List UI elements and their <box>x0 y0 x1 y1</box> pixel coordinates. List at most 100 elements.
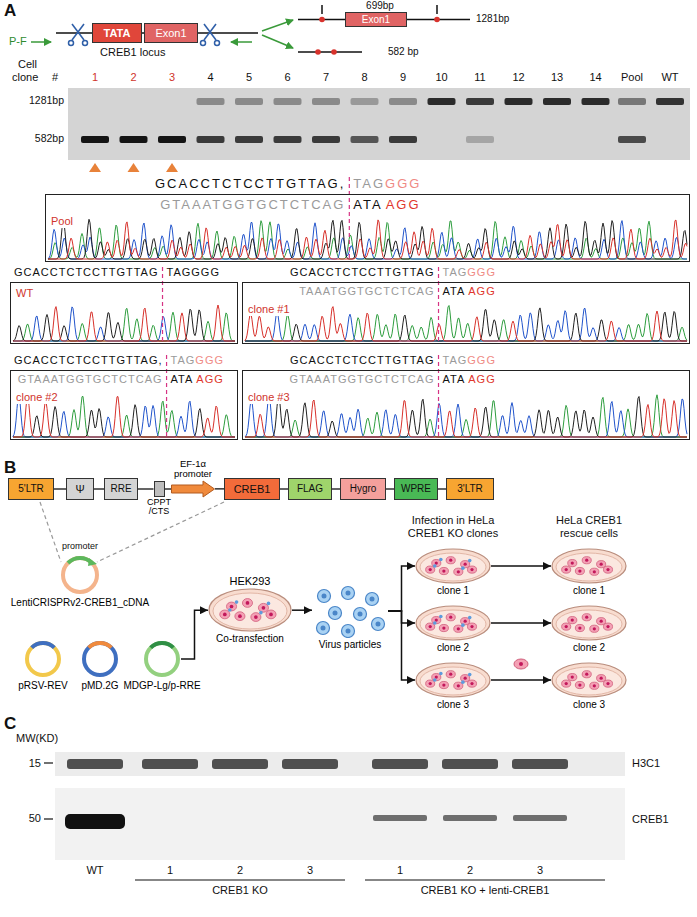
cell <box>603 623 612 630</box>
cell-nucleus <box>571 676 574 679</box>
chromatogram-trace <box>245 396 687 438</box>
dish-base <box>420 610 486 638</box>
cell-nucleus <box>600 563 603 566</box>
gel-band <box>351 98 379 105</box>
cell <box>590 568 599 575</box>
vector-element: RRE <box>104 478 138 500</box>
cell <box>266 610 276 619</box>
lane-label: 1 <box>167 864 173 877</box>
cell <box>582 614 591 621</box>
cell-nucleus <box>585 559 588 562</box>
scissors-blade <box>204 24 216 40</box>
blot-band <box>373 815 427 821</box>
box-label: Hygro <box>350 484 377 494</box>
vector-backbone <box>438 488 446 489</box>
cut-site-line <box>166 355 167 439</box>
pointer-triangle <box>89 163 101 172</box>
flow-arrow <box>388 611 415 680</box>
cell <box>582 557 591 564</box>
cell <box>582 671 591 678</box>
cell-nucleus <box>269 613 273 617</box>
cell-nucleus <box>457 570 460 573</box>
dish-shape <box>415 548 491 584</box>
cell <box>562 566 571 573</box>
lane-number: 7 <box>323 71 329 84</box>
vector-backbone <box>386 488 394 489</box>
virus-dot <box>228 608 232 612</box>
promoter-shape <box>171 480 215 498</box>
cell <box>590 682 599 689</box>
vector-backbone <box>138 488 154 489</box>
cell-nucleus <box>429 682 432 685</box>
dish-base <box>420 667 486 695</box>
dna-sequence: ATA <box>353 197 382 213</box>
cell-nucleus <box>571 619 574 622</box>
cppt-box <box>154 482 164 497</box>
virus-particle <box>317 622 330 635</box>
virus-particle <box>318 590 331 603</box>
virus-particle <box>329 607 342 620</box>
dna-sequence: GTAAATGGTGCTCTCAG <box>160 197 345 213</box>
dna-sequence: TAG <box>443 354 468 367</box>
chromatogram-trace <box>245 395 687 437</box>
cell-nucleus <box>606 682 609 685</box>
gel-band <box>466 136 494 143</box>
marker-size: 50 <box>29 812 41 825</box>
scissors-icon <box>201 24 220 46</box>
cell-nucleus <box>262 606 266 610</box>
plasmid-ring <box>84 643 116 675</box>
band-size: 1281bp <box>29 94 64 107</box>
flow-arrow <box>181 610 208 659</box>
size-tick <box>321 5 323 14</box>
chromatogram-trace <box>13 309 235 341</box>
cell <box>603 566 612 573</box>
cell-nucleus <box>565 625 568 628</box>
cut-site-line <box>438 267 439 343</box>
gel-band <box>312 136 340 143</box>
dna-sequence: ATA <box>443 373 466 386</box>
size-label: 699bp <box>366 0 394 12</box>
header-label: clone <box>12 71 38 84</box>
lane-number: 2 <box>130 71 136 84</box>
virus-dot <box>267 602 271 606</box>
box-label: TATA <box>104 28 131 39</box>
plasmid-segment <box>151 643 174 648</box>
dna-sequence: GCACCTCTCCTTGTTAG, <box>155 176 345 192</box>
cell-nucleus <box>585 673 588 676</box>
gel-band <box>466 98 494 105</box>
cell-nucleus <box>230 605 234 609</box>
dish-shape <box>208 588 292 632</box>
size-label: 1281bp <box>476 13 509 25</box>
cell-nucleus <box>606 625 609 628</box>
cell-nucleus <box>578 626 581 629</box>
cell <box>568 617 577 624</box>
lane-label: WT <box>661 71 678 84</box>
blot-band <box>513 815 567 821</box>
plasmid-label: LentiCRISPRv2-CREB1_cDNA <box>11 597 149 609</box>
zoom-line <box>40 502 61 562</box>
plasmid-label: pRSV-REV <box>18 680 67 692</box>
cell-nucleus <box>565 568 568 571</box>
blot-band <box>142 759 198 769</box>
flow-arrow <box>491 679 551 681</box>
virus-particle <box>372 618 385 631</box>
cell-nucleus <box>519 662 523 666</box>
dish-base <box>420 553 486 581</box>
cell-nucleus <box>593 684 596 687</box>
culture-dish: clone 2 <box>412 605 494 654</box>
cell <box>575 624 584 631</box>
dish-rim <box>209 589 291 631</box>
vector-backbone <box>332 488 340 489</box>
protein-label: H3C1 <box>632 757 660 770</box>
cell-nucleus <box>470 682 473 685</box>
scissors-handle <box>83 41 88 46</box>
vector-backbone <box>54 488 66 489</box>
plasmid-segment <box>32 643 55 648</box>
cell-nucleus <box>449 616 452 619</box>
cell <box>575 681 584 688</box>
cell-nucleus <box>223 613 227 617</box>
cell <box>568 560 577 567</box>
promoter-arrow: EF-1α promoter <box>168 459 218 498</box>
lane-label: Pool <box>621 71 643 84</box>
flow-arrow <box>491 565 551 567</box>
